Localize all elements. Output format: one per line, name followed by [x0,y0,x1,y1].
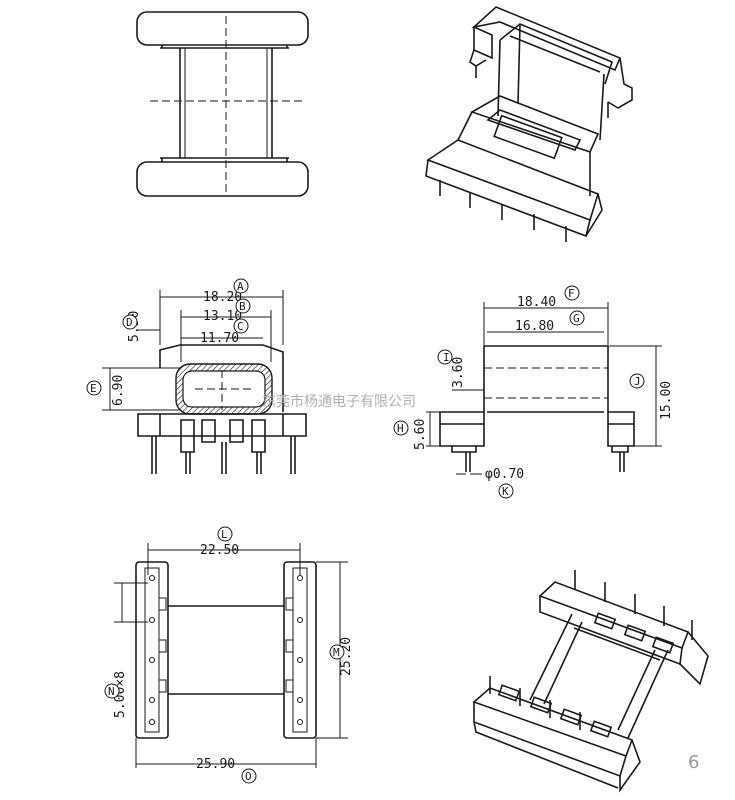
dim-H-value: 5.60 [413,419,428,450]
label-E: E [90,382,97,395]
end-view: 18.20 13.10 11.70 5.50 6.90 [86,278,307,474]
label-I: I [443,351,450,364]
label-J: J [634,375,641,388]
top-plan-view: 22.50 L 5.00×8 N [104,526,354,784]
label-B: B [239,300,246,313]
side-view: 18.40 F 16.80 G 15.00 J 3. [393,285,674,499]
company-watermark: 东莞市杨通电子有限公司 [262,393,416,410]
dim-I-value: 3.60 [451,357,466,388]
dim-K-value: φ0.70 [485,467,524,482]
isometric-bottom-view [472,570,709,793]
dim-O-value: 25.90 [196,757,235,772]
label-F: F [568,287,575,300]
dim-L-value: 22.50 [200,543,239,558]
dim-B-value: 13.10 [203,309,242,324]
dim-A-value: 18.20 [203,290,242,305]
dim-J-value: 15.00 [659,381,674,420]
label-M: M [333,646,340,659]
dim-C-value: 11.70 [200,331,239,346]
isometric-top-view [425,6,633,242]
dim-F-value: 18.40 [517,295,556,310]
label-G: G [573,312,580,325]
dim-N-value: 5.00×8 [113,671,128,718]
label-H: H [397,422,404,435]
label-C: C [237,320,244,333]
dim-G-value: 16.80 [515,319,554,334]
front-view [136,11,309,197]
label-D: D [126,316,133,329]
label-K: K [502,485,509,498]
label-A: A [237,280,244,293]
label-L: L [221,528,228,541]
label-O: O [245,770,252,783]
label-N: N [108,685,115,698]
page-number: 6 [688,752,699,773]
dim-E-value: 6.90 [111,375,126,406]
dim-M-value: 25.20 [339,637,354,676]
